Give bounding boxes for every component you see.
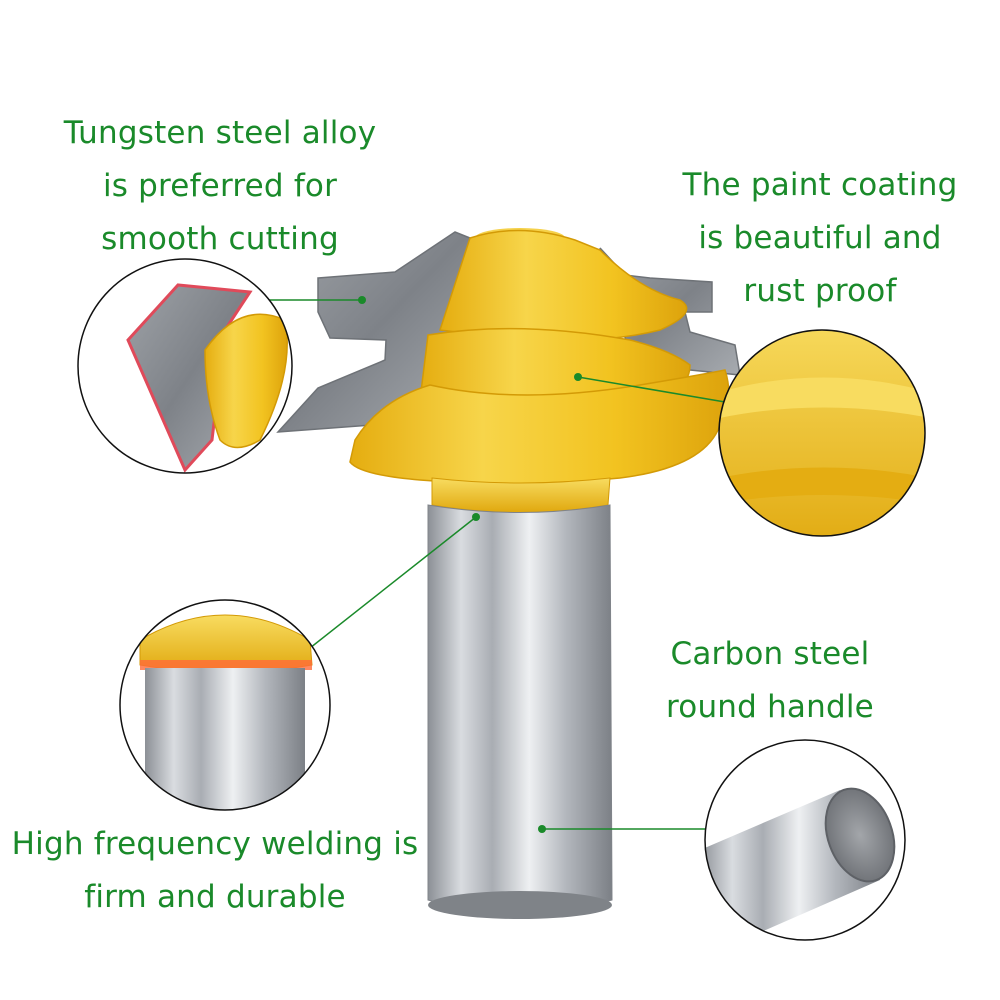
caption-line: Carbon steel [670,636,870,672]
caption-line: smooth cutting [101,221,339,257]
router-bit [276,228,741,919]
shank [427,504,613,913]
caption-line: firm and durable [84,879,346,915]
detail-circle-paint [718,329,926,537]
caption-line: is preferred for [102,168,338,204]
caption-line: The paint coating [682,167,958,203]
caption-high-frequency-welding: High frequency welding is firm and durab… [10,818,420,924]
yellow-collar [431,477,611,513]
leader-lines [245,296,726,833]
caption-line: High frequency welding is [11,826,419,862]
caption-paint-coating: The paint coating is beautiful and rust … [650,159,990,318]
detail-circle-welding [119,599,331,811]
caption-line: is beautiful and [698,220,942,256]
caption-line: rust proof [743,273,897,309]
caption-line: round handle [666,689,874,725]
caption-carbon-steel-handle: Carbon steel round handle [650,628,890,734]
detail-circle-carbide [77,258,293,474]
detail-circle-handle [704,739,906,941]
caption-tungsten-steel: Tungsten steel alloy is preferred for sm… [20,107,420,266]
caption-line: Tungsten steel alloy [63,115,377,151]
